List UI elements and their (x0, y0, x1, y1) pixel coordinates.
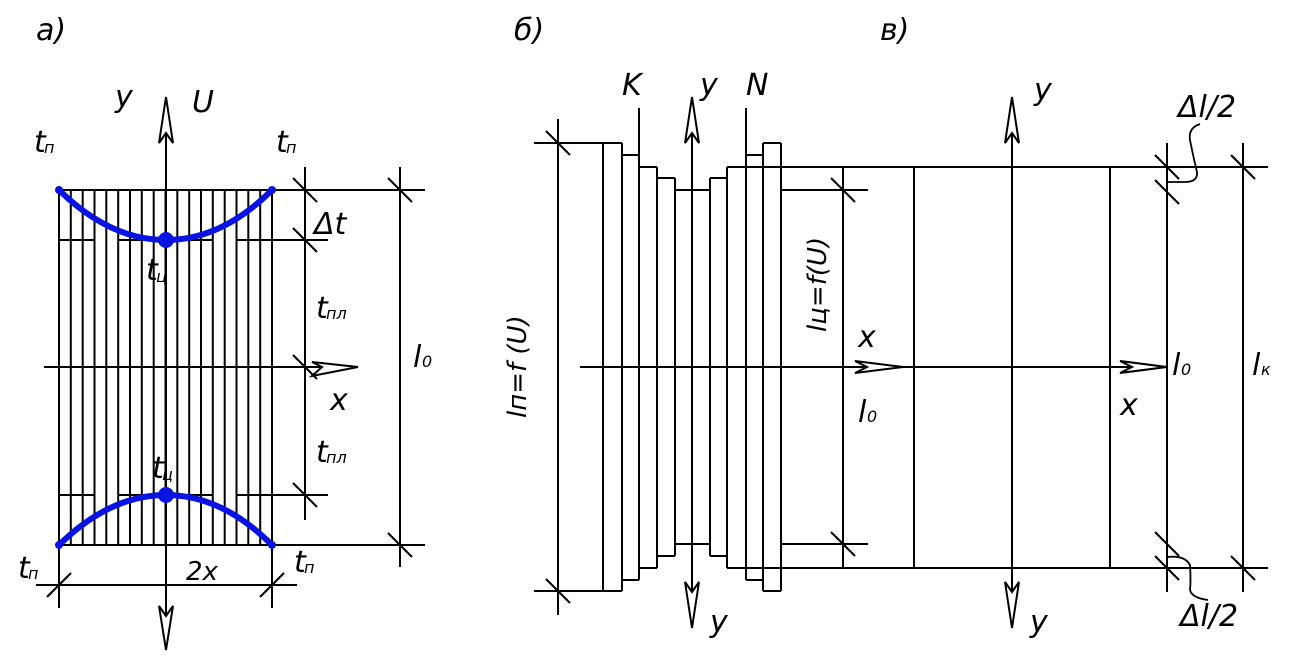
panel-c-length0-label: l 0 (1172, 348, 1191, 383)
svg-text:пл: пл (326, 304, 347, 323)
panel-c-lengthk-label: l к (1252, 348, 1271, 383)
svg-text:пл: пл (326, 448, 347, 467)
svg-text:l: l (858, 395, 867, 430)
panel-a-center-point-top (158, 232, 174, 248)
svg-text:t: t (34, 125, 47, 160)
panel-a-delta-t-label: Δt (312, 207, 348, 242)
panel-b-marker-n: N (746, 68, 768, 103)
svg-text:t: t (276, 125, 289, 160)
panel-a-y-label: y (114, 80, 134, 115)
svg-text:п: п (286, 138, 296, 157)
svg-text:t: t (294, 545, 307, 580)
panel-a-x-arrow (308, 361, 359, 378)
panel-c-y-label-bottom: y (1029, 605, 1049, 640)
panel-a-title: a) (36, 13, 66, 48)
panel-a-t-edge-top-left: t п (34, 125, 54, 160)
svg-text:п: п (304, 558, 314, 577)
panel-a-t-plastic-lower: t пл (316, 435, 347, 470)
svg-text:к: к (1261, 360, 1271, 379)
panel-b-length-label: l 0 (858, 395, 877, 430)
svg-text:t: t (316, 291, 329, 326)
panel-c-delta-half-top: Δl/2 (1176, 90, 1236, 125)
panel-c-dim-ticks (1154, 154, 1256, 581)
panel-b-x-label: x (857, 320, 876, 355)
panel-a-x-label: x (329, 383, 348, 418)
panel-c-y-arrow-up (1004, 96, 1020, 144)
panel-c-y-arrow-down (1004, 581, 1020, 629)
panel-a-t-edge-top-right: t п (276, 125, 296, 160)
panel-c-x-arrow (1119, 360, 1168, 374)
panel-a-center-point-bottom (158, 487, 174, 503)
panel-a-velocity-label: U (192, 85, 214, 120)
panel-a-y-arrow-up (158, 96, 174, 144)
svg-text:t: t (146, 253, 159, 288)
panel-a-dim-ticks (292, 177, 413, 558)
panel-a-t-center-top: t ц (146, 253, 167, 288)
svg-text:ц: ц (156, 267, 167, 286)
panel-a-t-center-bottom: t ц (152, 451, 173, 486)
svg-text:t: t (152, 451, 165, 486)
panel-b-x-arrow (854, 360, 904, 374)
panel-b-y-label-top: y (699, 68, 719, 103)
panel-b-center-length-formula: lц=f(U) (803, 237, 833, 332)
panel-a-width-label: 2x (186, 557, 219, 587)
svg-text:0: 0 (422, 352, 432, 371)
panel-c-delta-half-bottom: Δl/2 (1178, 599, 1238, 634)
panel-b-y-arrow-down (684, 581, 700, 629)
svg-text:п: п (44, 138, 54, 157)
panel-a-t-edge-bottom-left: t п (18, 551, 38, 586)
svg-text:t: t (316, 435, 329, 470)
panel-c: в) y y x l 0 l к Δl/2 Δl/2 (580, 13, 1271, 640)
panel-c-leader-bottom (1166, 555, 1209, 601)
panel-c-y-label-top: y (1033, 73, 1053, 108)
panel-b-marker-k: K (622, 68, 644, 103)
panel-a-t-edge-bottom-right: t п (294, 545, 314, 580)
panel-b-y-label-bottom: y (709, 605, 729, 640)
svg-text:п: п (28, 564, 38, 583)
panel-c-title: в) (880, 13, 909, 48)
svg-text:t: t (18, 551, 31, 586)
panel-b-title: б) (514, 13, 544, 48)
panel-c-leader-top (1167, 123, 1201, 183)
svg-text:l: l (1172, 348, 1181, 383)
panel-b-y-arrow-up (684, 96, 700, 144)
svg-text:l: l (413, 340, 422, 375)
svg-text:0: 0 (1181, 360, 1191, 379)
panel-c-x-label: x (1119, 388, 1138, 423)
panel-a-length-label: l 0 (413, 340, 432, 375)
svg-text:0: 0 (867, 407, 877, 426)
panel-b-edge-length-formula: lп=f (U) (503, 315, 533, 418)
panel-a-t-plastic-upper: t пл (316, 291, 347, 326)
svg-text:ц: ц (162, 465, 173, 484)
svg-text:l: l (1252, 348, 1261, 383)
panel-a: a) y U x t п t п t п t п t ц t ц Δt t (18, 13, 432, 651)
panel-b: б) K y N y x l 0 lп=f (U) lц=f(U) (503, 13, 877, 640)
panel-a-y-arrow-down (158, 605, 174, 651)
